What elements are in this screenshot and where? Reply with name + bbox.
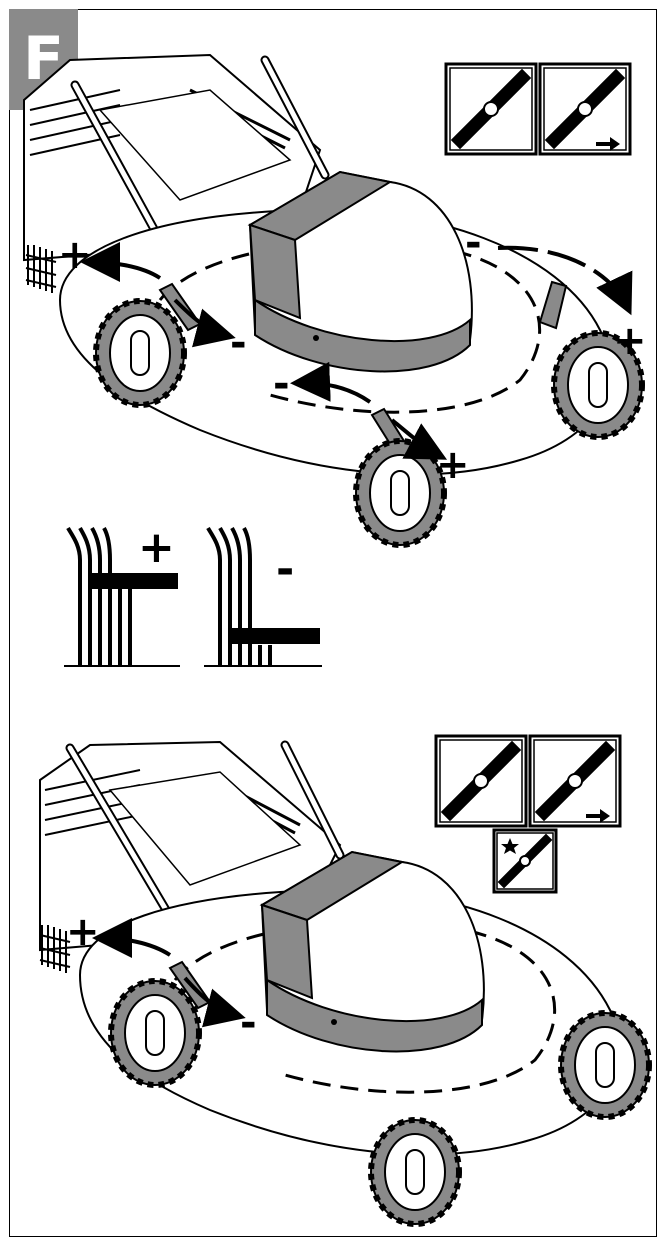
grass-high-plus: + (138, 522, 175, 573)
blade-icon (436, 736, 526, 826)
page-frame (9, 9, 657, 1237)
minus-marker-right: - (465, 220, 482, 266)
grass-height-low-icon: - (204, 526, 322, 667)
blade-icon (446, 64, 536, 154)
plus-marker-right: + (613, 318, 647, 364)
grass-low-minus: - (276, 544, 294, 595)
blade-arrow-icon (540, 64, 630, 154)
minus-marker-bottom: - (240, 1000, 257, 1046)
plus-marker-left: + (58, 232, 92, 278)
top-mower-illustration: + - - + - + (23, 53, 647, 545)
grass-height-high-icon: + (64, 522, 180, 667)
plus-marker-bottom: + (66, 909, 100, 955)
blade-star-icon (492, 828, 558, 894)
bottom-mower-illustration: + - (39, 740, 649, 1224)
blade-arrow-icon (530, 736, 620, 826)
plus-marker-front: + (436, 442, 470, 488)
minus-marker-front: - (273, 361, 290, 407)
minus-marker-left: - (230, 320, 247, 366)
